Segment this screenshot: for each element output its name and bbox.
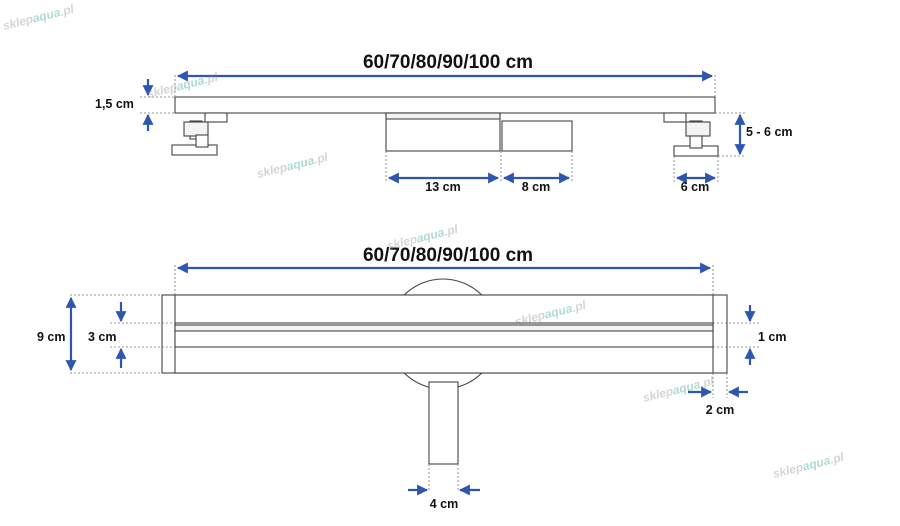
outlet-pipe [501, 120, 573, 152]
outlet-label: 8 cm [522, 180, 551, 194]
right-foot [663, 112, 719, 157]
watermark-logo: sklepaqua.pl [641, 374, 716, 405]
slot-label: 1 cm [758, 330, 787, 344]
svg-text:sklepaqua.pl: sklepaqua.pl [1, 2, 76, 33]
height-label: 5 - 6 cm [746, 125, 793, 139]
svg-text:sklepaqua.pl: sklepaqua.pl [145, 70, 220, 101]
left-foot [171, 112, 228, 156]
watermark-logo: sklepaqua.pl [255, 150, 330, 181]
watermark-logo: sklepaqua.pl [771, 450, 846, 481]
pipe-label: 4 cm [430, 497, 459, 511]
plan-view: 60/70/80/90/100 cm 9 cm 3 cm 1 cm 2 cm 4… [37, 245, 787, 511]
grate-width-label: 3 cm [88, 330, 117, 344]
plan-length-label: 60/70/80/90/100 cm [363, 245, 533, 266]
svg-text:sklepaqua.pl: sklepaqua.pl [255, 150, 330, 181]
foot-label: 6 cm [681, 180, 710, 194]
drain-pipe [428, 381, 459, 465]
svg-text:sklepaqua.pl: sklepaqua.pl [771, 450, 846, 481]
watermark-logo: sklepaqua.pl [145, 70, 220, 101]
thickness-label: 1,5 cm [95, 97, 134, 111]
side-length-label: 60/70/80/90/100 cm [363, 52, 533, 73]
channel-top-bar [174, 96, 716, 114]
side-view: 60/70/80/90/100 cm 1,5 cm 5 - 6 cm 13 cm… [95, 52, 793, 194]
svg-text:sklepaqua.pl: sklepaqua.pl [641, 374, 716, 405]
edge-label: 2 cm [706, 403, 735, 417]
watermark-logo: sklepaqua.pl [1, 2, 76, 33]
outer-width-label: 9 cm [37, 330, 66, 344]
siphon-body-label: 13 cm [425, 180, 460, 194]
